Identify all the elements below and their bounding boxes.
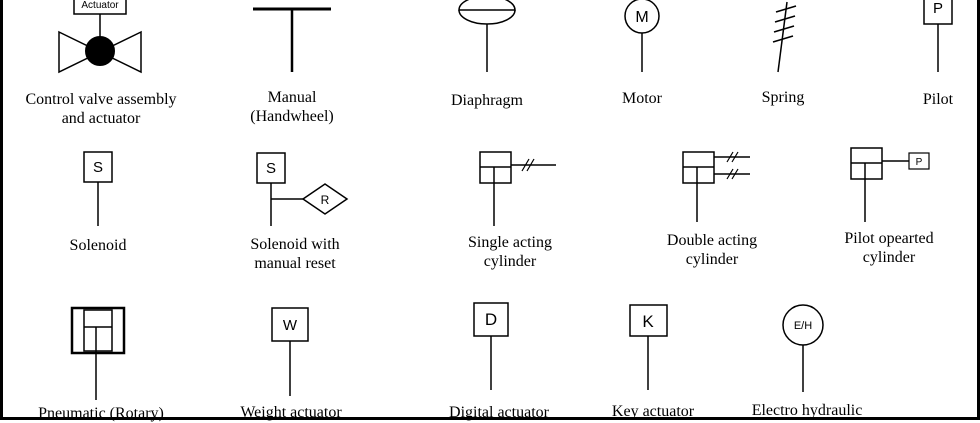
solenoid-reset-letter: S — [266, 160, 276, 177]
pilot-symbol: P — [923, 0, 953, 72]
motor-letter: M — [635, 9, 648, 26]
caption-motor: Motor — [622, 90, 662, 107]
caption-manual: Manual(Handwheel) — [250, 89, 334, 125]
manual-handwheel-symbol — [253, 7, 331, 72]
pilot-letter: P — [933, 0, 943, 17]
caption-weight: Weight actuator — [240, 404, 342, 421]
control-valve-tag: Actuator — [81, 0, 119, 11]
solenoid-letter: S — [93, 159, 103, 176]
digital-letter: D — [485, 310, 497, 329]
key-actuator-symbol: K — [629, 304, 668, 390]
caption-electro-hydraulic: Electro hydraulic — [751, 402, 863, 419]
pilot-operated-cylinder-symbol: P — [850, 147, 930, 222]
caption-pneumatic-rotary: Pneumatic (Rotary) — [38, 405, 164, 422]
spring-symbol — [772, 1, 797, 73]
double-acting-cylinder-symbol — [682, 151, 750, 222]
key-letter: K — [642, 312, 654, 331]
single-acting-cylinder-symbol — [479, 151, 556, 226]
caption-spring: Spring — [761, 89, 805, 106]
control-valve-symbol: Actuator — [58, 0, 142, 74]
caption-digital: Digital actuator — [449, 404, 549, 421]
electro-hydraulic-symbol: E/H — [782, 304, 824, 392]
diaphragm-symbol — [458, 0, 516, 72]
pneumatic-rotary-symbol — [70, 306, 126, 400]
symbols-drawing: Actuator M P S — [58, 0, 953, 400]
solenoid-symbol: S — [83, 151, 113, 226]
electro-hydraulic-letter: E/H — [794, 320, 812, 332]
pilot-cylinder-letter: P — [916, 157, 923, 168]
weight-actuator-symbol: W — [271, 307, 309, 396]
digital-actuator-symbol: D — [473, 302, 509, 390]
caption-pilot: Pilot — [922, 91, 954, 108]
caption-diaphragm: Diaphragm — [451, 92, 523, 109]
solenoid-reset-symbol: S R — [256, 152, 349, 226]
reset-letter: R — [321, 193, 330, 207]
caption-solenoid: Solenoid — [69, 237, 127, 254]
motor-symbol: M — [624, 0, 660, 72]
caption-key: Key actuator — [611, 403, 695, 420]
weight-letter: W — [283, 317, 298, 334]
